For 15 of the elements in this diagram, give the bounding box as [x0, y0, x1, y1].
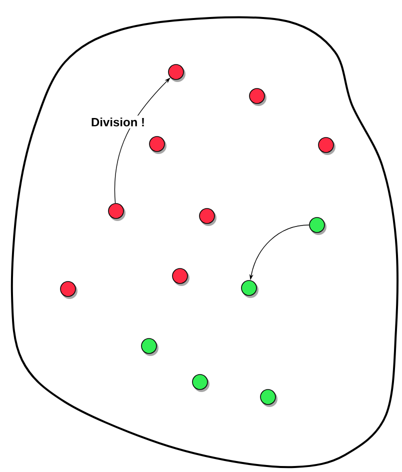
edge-label: Division !: [89, 116, 147, 128]
dot: [241, 280, 258, 298]
dot: [149, 136, 166, 154]
dot: [60, 281, 78, 299]
dot: [199, 208, 216, 226]
dot: [249, 88, 266, 106]
region-outline: [10, 16, 398, 468]
dot: [172, 268, 190, 286]
dot: [141, 338, 158, 356]
dot: [260, 389, 278, 407]
dot: [192, 374, 210, 392]
dot: [108, 203, 126, 221]
dot: [318, 137, 336, 155]
dot: [309, 217, 326, 235]
dot: [168, 64, 186, 82]
